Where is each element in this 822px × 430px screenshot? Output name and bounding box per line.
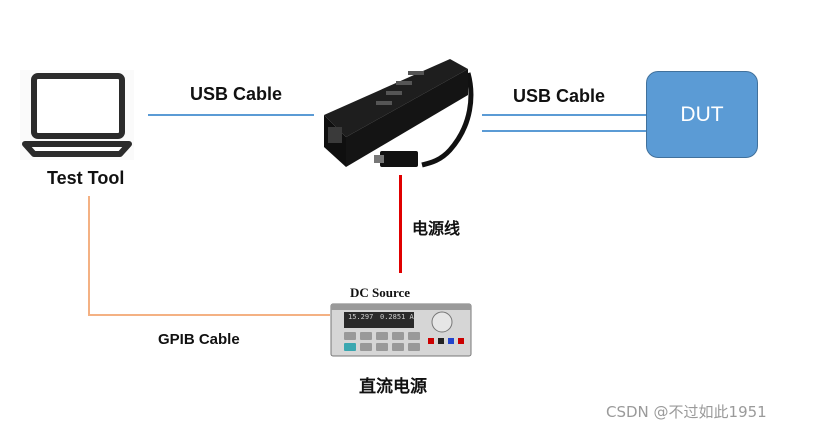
gpib-wire-vertical bbox=[88, 196, 90, 316]
dc-source-caption: 直流电源 bbox=[359, 372, 427, 397]
usb-wire-right-bottom bbox=[482, 130, 646, 132]
usb-wire-left bbox=[148, 114, 314, 116]
dc-readout-left: 15.297 bbox=[348, 313, 373, 321]
power-wire bbox=[399, 175, 402, 273]
watermark: CSDN @不过如此1951 bbox=[606, 401, 767, 422]
usb-cable-label-left: USB Cable bbox=[190, 84, 282, 105]
dut-label: DUT bbox=[680, 103, 723, 127]
dut-box: DUT bbox=[646, 71, 758, 158]
test-tool-node bbox=[20, 70, 134, 160]
usb-hub-icon bbox=[322, 55, 474, 175]
usb-hub-node bbox=[322, 55, 474, 175]
dc-source-node: DC Source 15.297 0.2851 A bbox=[330, 282, 472, 358]
dc-power-supply-icon bbox=[330, 302, 472, 358]
usb-wire-right-top bbox=[482, 114, 646, 116]
test-tool-label: Test Tool bbox=[47, 168, 124, 189]
dc-readout-right: 0.2851 A bbox=[380, 313, 414, 321]
power-line-label: 电源线 bbox=[412, 215, 460, 239]
usb-cable-label-right: USB Cable bbox=[513, 86, 605, 107]
dc-source-device-label: DC Source bbox=[350, 285, 410, 301]
laptop-icon bbox=[20, 70, 134, 160]
gpib-cable-label: GPIB Cable bbox=[158, 331, 240, 348]
gpib-wire-horizontal bbox=[88, 314, 330, 316]
